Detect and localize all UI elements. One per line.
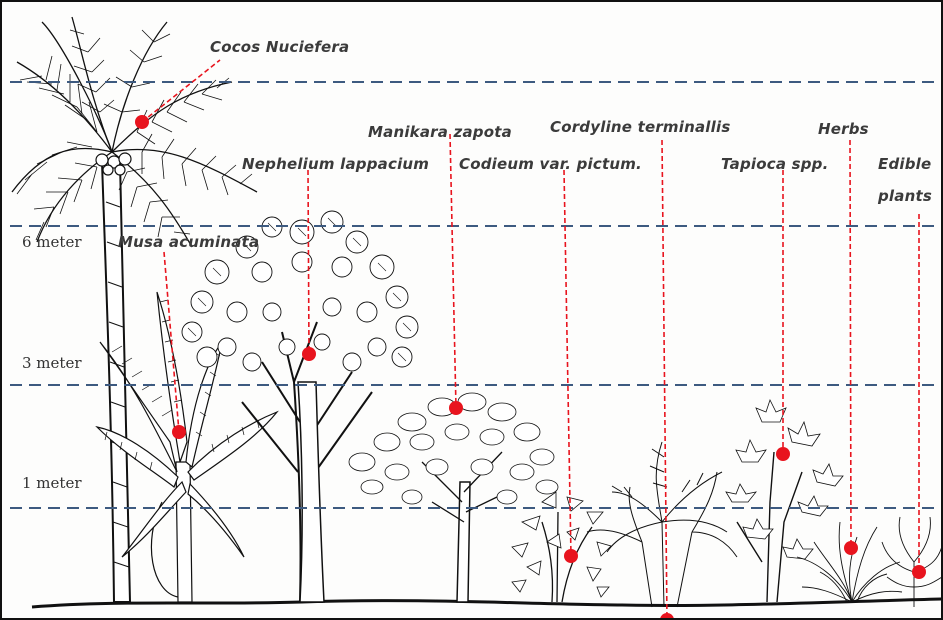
height-label-3m: 3 meter (22, 354, 82, 372)
label-codieum-var-pictum: Codieum var. pictum. (459, 155, 642, 173)
label-cordyline-terminallis: Cordyline terminallis (550, 118, 730, 136)
label-tapioca-spp: Tapioca spp. (721, 155, 829, 173)
leader-herbs (850, 140, 851, 548)
leader-nephelium (308, 170, 309, 354)
label-nephelium-lappacium: Nephelium lappacium (242, 155, 429, 173)
dot-herbs (844, 541, 858, 555)
dot-codieum (564, 549, 578, 563)
cordyline-drawing (587, 442, 737, 607)
herbs-drawing (797, 522, 902, 602)
manikara-shrub-drawing (349, 393, 558, 602)
label-musa-acuminata: Musa acuminata (118, 233, 259, 251)
label-cocos-nuciefera: Cocos Nuciefera (210, 38, 349, 56)
leader-lines (142, 60, 919, 620)
edible-plants-drawing (882, 517, 943, 607)
label-manikara-zapota: Manikara zapota (368, 123, 512, 141)
dot-tapioca (776, 447, 790, 461)
leader-manikara (450, 134, 456, 408)
dot-cocos (135, 115, 149, 129)
height-label-6m: 6 meter (22, 233, 82, 251)
ground-line (32, 599, 942, 607)
height-label-1m: 1 meter (22, 474, 82, 492)
dot-cordyline (660, 613, 674, 620)
dot-nephelium (302, 347, 316, 361)
dot-manikara (449, 401, 463, 415)
nephelium-tree-drawing (182, 211, 418, 602)
label-herbs: Herbs (818, 120, 869, 138)
label-edible-line2: plants (878, 187, 932, 205)
coconut-palm-drawing (12, 17, 257, 602)
label-edible-line1: Edible (878, 155, 931, 173)
leader-cocos (142, 60, 220, 122)
dot-musa (172, 425, 186, 439)
dot-edible (912, 565, 926, 579)
